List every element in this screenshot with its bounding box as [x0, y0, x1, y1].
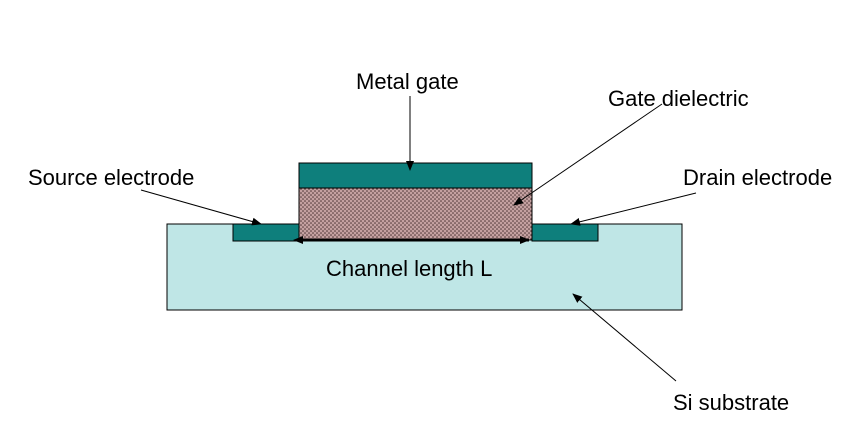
source-electrode-block	[232, 223, 300, 242]
gate-dielectric-block	[298, 187, 533, 241]
si-substrate-pointer	[572, 293, 677, 382]
channel-length-label: Channel length L	[326, 256, 492, 281]
metal-gate-block	[298, 162, 533, 189]
drain-electrode-block	[531, 223, 599, 242]
gate-dielectric-label: Gate dielectric	[608, 86, 749, 111]
metal-gate-label: Metal gate	[356, 69, 459, 94]
drain-electrode-pointer	[570, 192, 697, 226]
gate-dielectric-pointer	[513, 103, 663, 206]
si-substrate-label: Si substrate	[673, 390, 789, 415]
source-electrode-pointer	[140, 189, 262, 226]
source-electrode-label: Source electrode	[28, 165, 194, 190]
drain-electrode-label: Drain electrode	[683, 165, 832, 190]
